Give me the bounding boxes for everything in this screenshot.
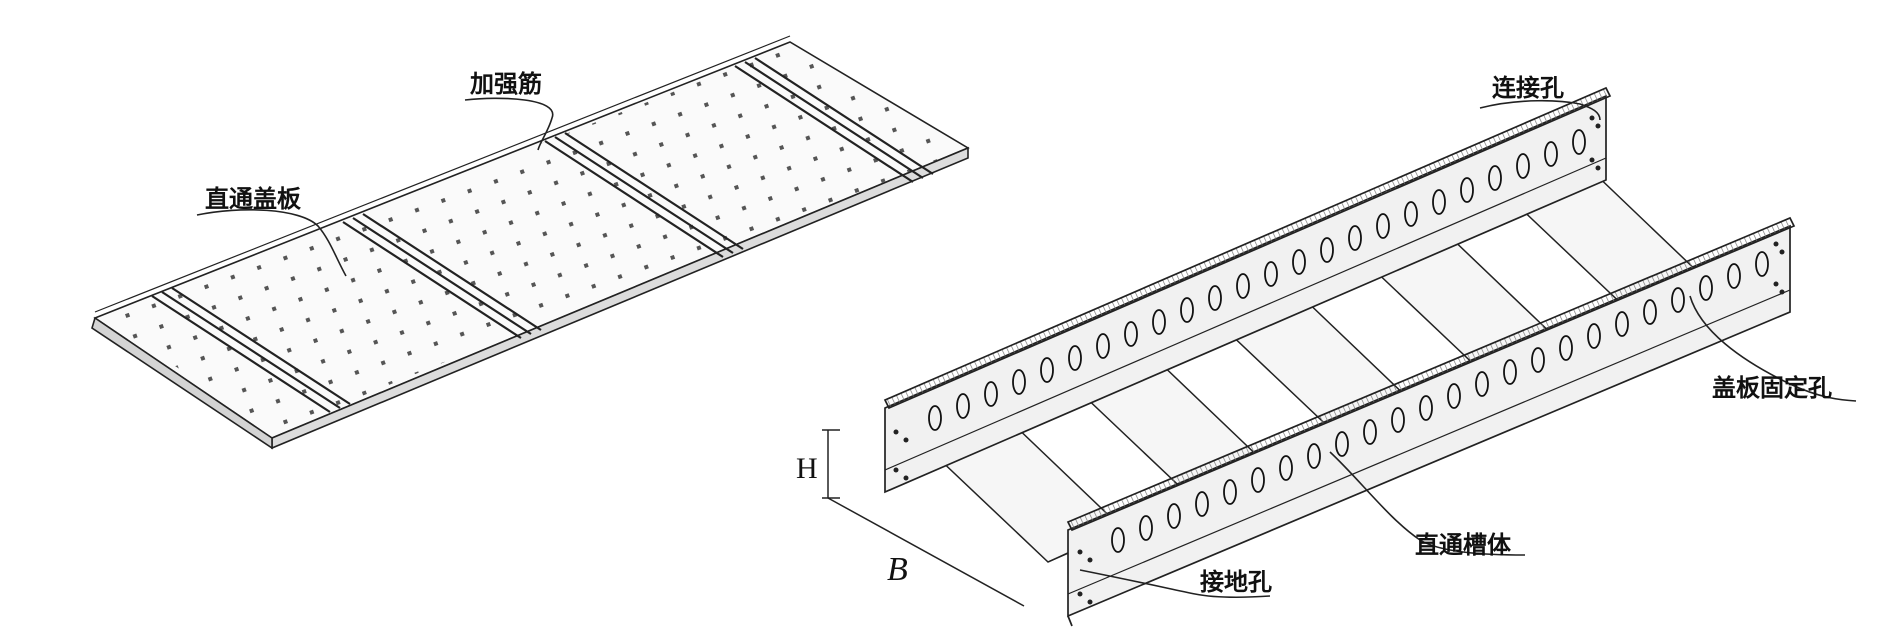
cover-perforation	[100, 47, 962, 432]
label-straight-cover: 直通盖板	[205, 184, 302, 213]
leader-straight-cover	[196, 209, 347, 277]
fixing-holes	[893, 115, 1785, 605]
rib-3	[544, 132, 744, 258]
cover-side-edge	[91, 316, 273, 450]
leader-grounding-hole	[1079, 569, 1271, 599]
back-side-rail	[883, 86, 1612, 494]
width-dim-line	[827, 497, 1025, 607]
dimension-width-label: B	[887, 551, 908, 588]
dimension-height-label: H	[796, 452, 818, 485]
label-straight-trough-body: 直通槽体	[1415, 530, 1512, 559]
cover-plate	[91, 35, 970, 450]
leader-cover-fixing-hole	[1689, 295, 1857, 402]
front-side-rail	[1066, 216, 1796, 627]
label-grounding-hole: 接地孔	[1200, 567, 1272, 596]
label-connection-hole: 连接孔	[1492, 73, 1564, 102]
leader-reinforcing-rib	[464, 97, 554, 151]
leader-connection-hole	[1479, 99, 1601, 121]
label-reinforcing-rib: 加强筋	[470, 69, 542, 98]
leader-lines-right	[1079, 99, 1857, 599]
label-cover-fixing-hole: 盖板固定孔	[1712, 373, 1832, 402]
leader-lines-left	[196, 97, 554, 277]
rib-1	[151, 287, 351, 413]
connection-holes-front	[1111, 251, 1769, 553]
reinforcing-ribs	[151, 57, 934, 413]
rib-2	[342, 213, 542, 339]
rib-4	[734, 57, 934, 183]
dimension-lines	[822, 429, 1025, 607]
connection-holes-back	[928, 129, 1586, 431]
leader-straight-trough-body	[1329, 451, 1526, 556]
